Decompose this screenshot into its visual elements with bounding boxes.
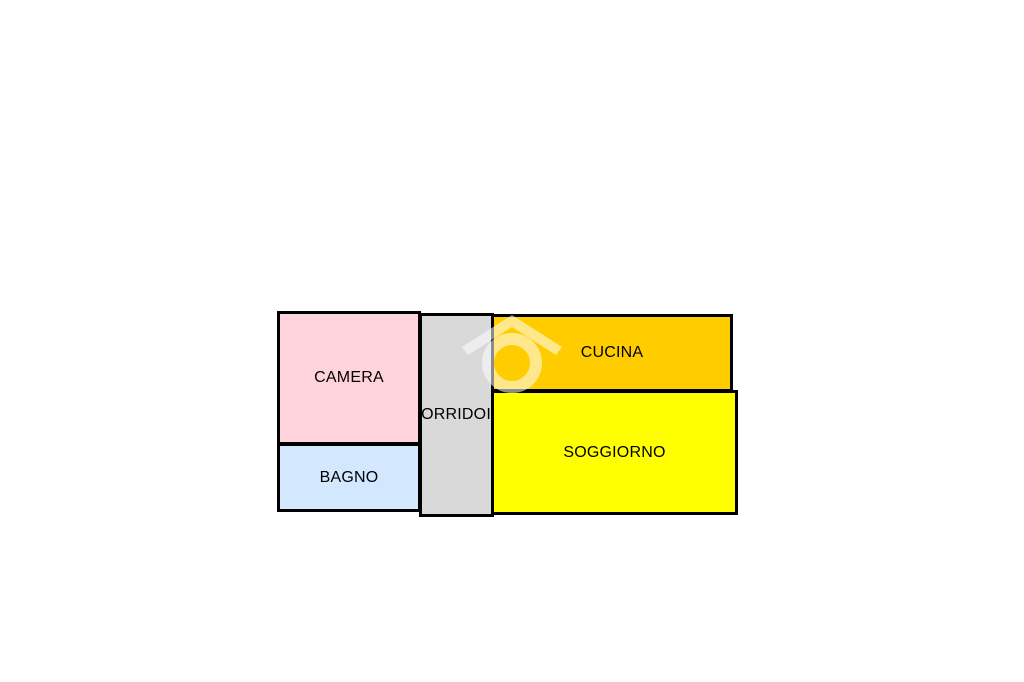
- room-cucina: CUCINA: [491, 314, 733, 392]
- room-corridoio: CORRIDOIO: [419, 313, 494, 517]
- room-label-camera: CAMERA: [314, 369, 384, 386]
- room-soggiorno: SOGGIORNO: [491, 390, 738, 515]
- room-label-corridoio: CORRIDOIO: [422, 406, 491, 423]
- room-camera: CAMERA: [277, 311, 421, 445]
- room-label-bagno: BAGNO: [319, 468, 379, 486]
- room-label-soggiorno: SOGGIORNO: [563, 443, 666, 461]
- room-bagno: BAGNO: [277, 443, 421, 512]
- corridoio-label-clip: CORRIDOIO: [422, 406, 491, 424]
- room-label-cucina: CUCINA: [580, 344, 644, 361]
